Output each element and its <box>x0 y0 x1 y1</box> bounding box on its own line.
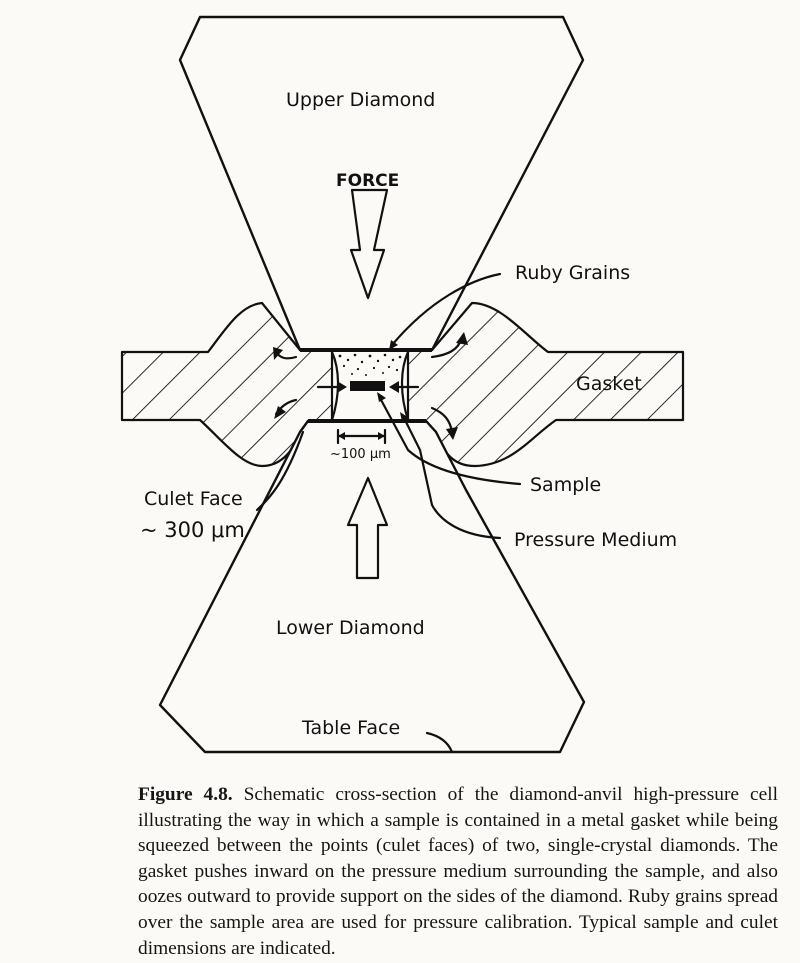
figure-number: Figure 4.8. <box>138 784 233 805</box>
force-label: FORCE <box>336 171 399 191</box>
force-arrow-up <box>346 476 389 580</box>
leader-lines <box>255 272 522 754</box>
sample-size-dimension <box>336 428 387 445</box>
sample-size-label: ~100 μm <box>330 447 391 462</box>
outward-flow-arrows <box>273 332 468 440</box>
force-arrow-down <box>349 188 389 300</box>
upper-diamond-label: Upper Diamond <box>286 89 435 111</box>
lower-diamond-label: Lower Diamond <box>276 617 425 639</box>
lower-diamond <box>158 419 586 754</box>
upper-diamond <box>178 15 585 352</box>
inward-arrows <box>316 381 420 393</box>
culet-face-label: Culet Face <box>144 488 243 510</box>
figure-caption: Figure 4.8. Schematic cross-section of t… <box>138 782 778 961</box>
caption-text: Schematic cross-section of the diamond-a… <box>138 784 778 959</box>
culet-size-label: ~ 300 μm <box>140 518 245 542</box>
diamond-anvil-cell-diagram: Upper Diamond FORCE Ruby Grains Gasket ~… <box>120 15 685 754</box>
table-face-label: Table Face <box>301 717 400 739</box>
sample-block <box>350 381 385 391</box>
ruby-grains <box>338 353 402 376</box>
gasket-label: Gasket <box>576 373 642 395</box>
gasket-right <box>406 301 685 468</box>
ruby-grains-label: Ruby Grains <box>515 262 630 284</box>
pressure-medium-label: Pressure Medium <box>514 529 677 551</box>
sample-label: Sample <box>530 474 601 496</box>
